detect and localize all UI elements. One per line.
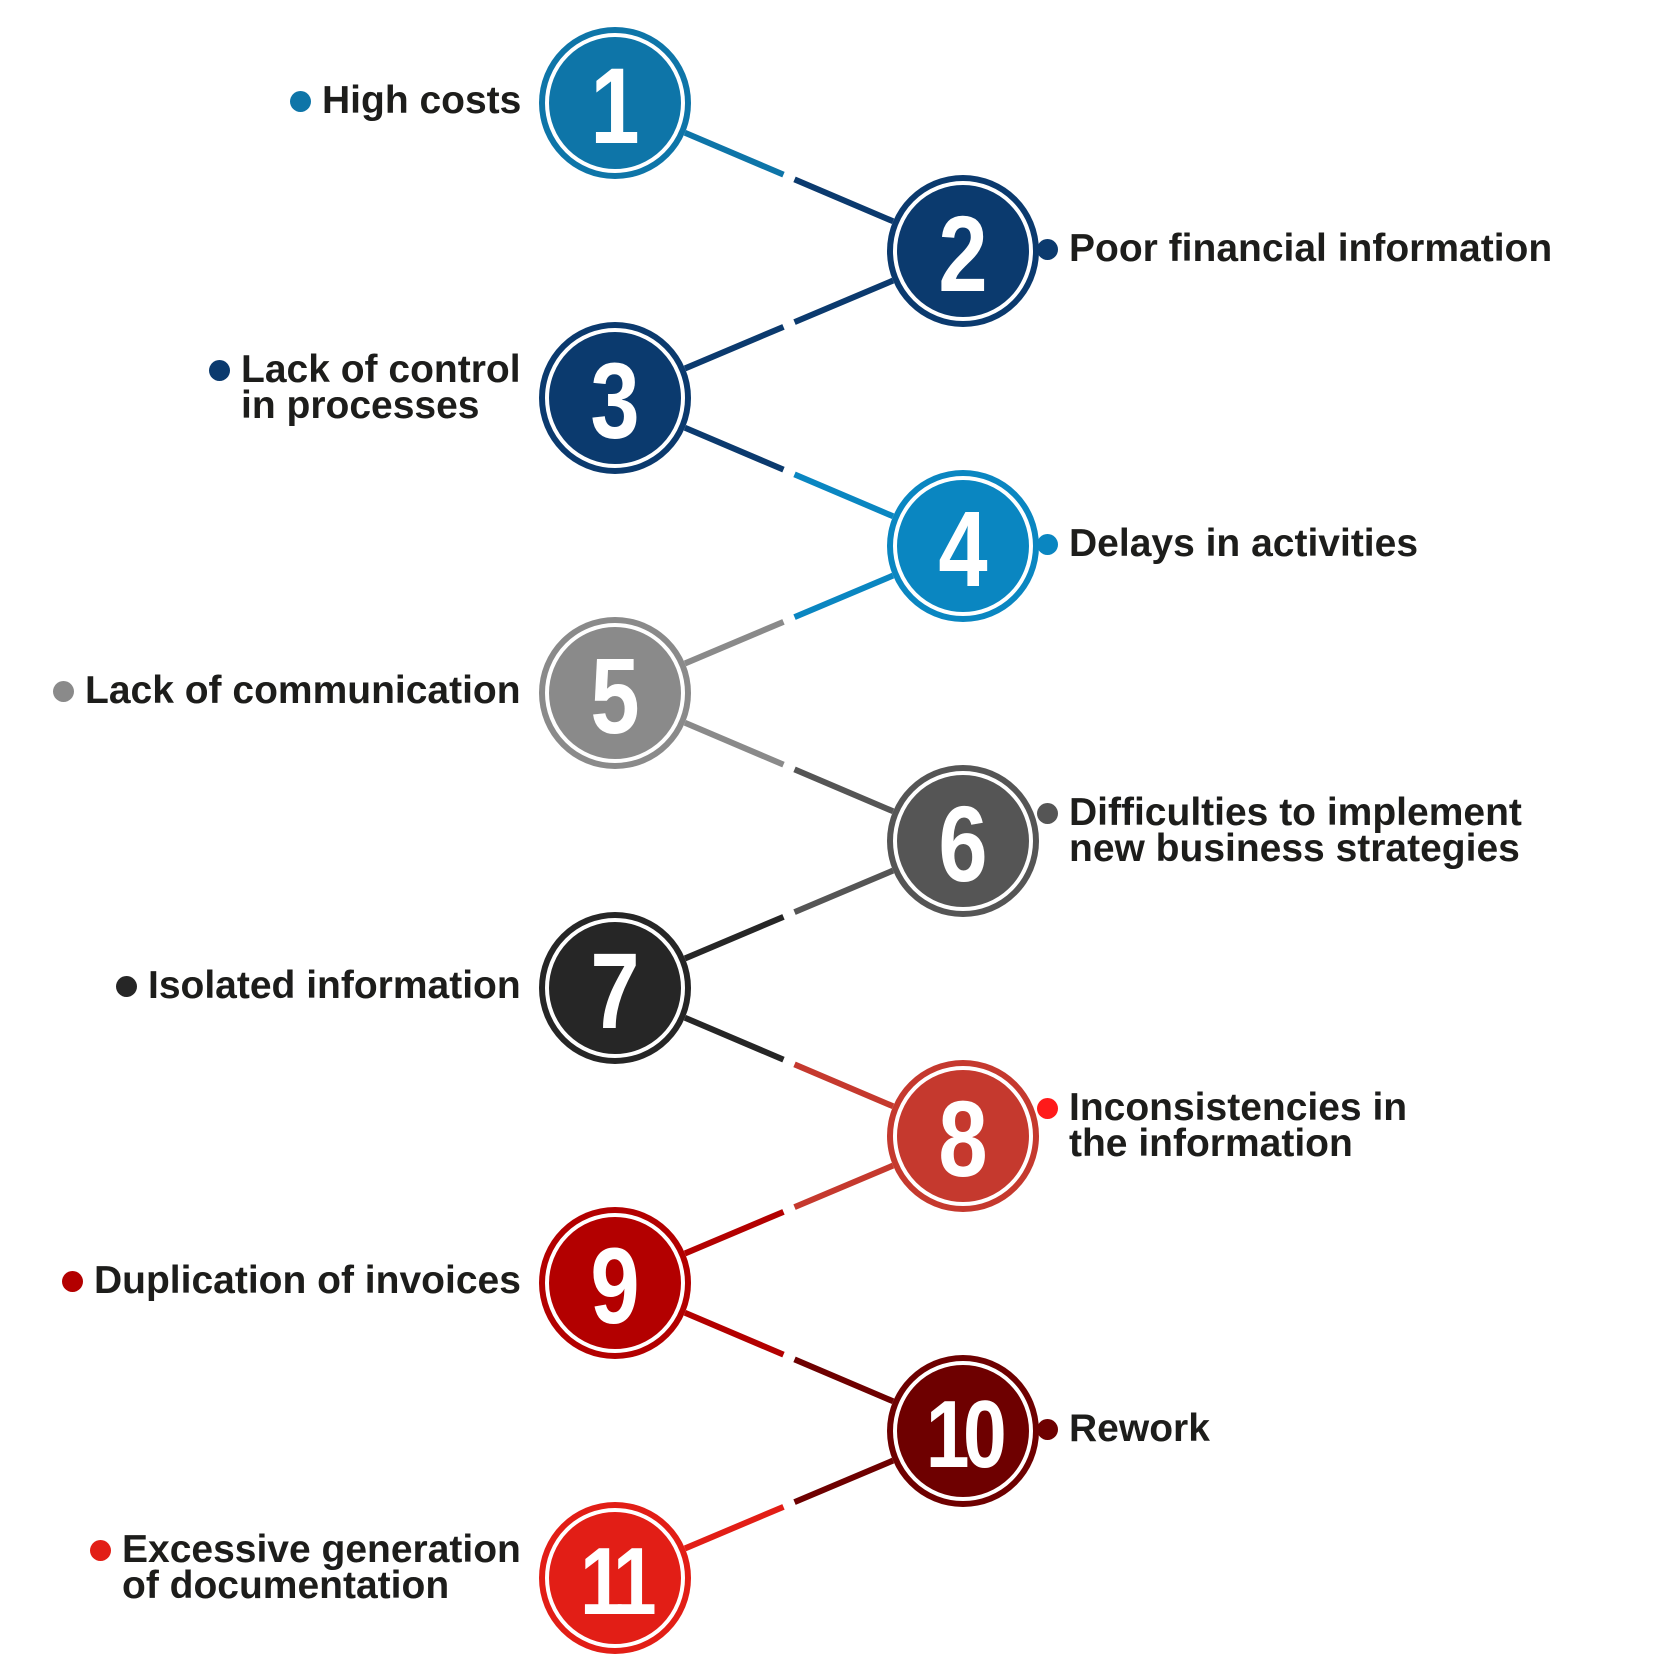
connector-line-7-8-a (683, 1014, 785, 1063)
step-4-circle: 4 (887, 470, 1039, 622)
step-7-bullet-icon (116, 976, 137, 997)
step-3-circle: 3 (539, 322, 691, 474)
connector-line-4-5-b (683, 619, 785, 667)
step-8-circle: 8 (887, 1060, 1039, 1212)
step-6-bullet-icon (1037, 803, 1058, 824)
step-5-label: Lack of communication (85, 669, 521, 712)
step-4-number: 4 (938, 489, 987, 609)
step-10-inner-ring (893, 1361, 1033, 1501)
step-6-circle: 6 (887, 765, 1039, 917)
connector-line-2-3-b (683, 324, 785, 372)
step-2-outer-ring (887, 175, 1039, 327)
step-6-number: 6 (938, 784, 987, 904)
connector-line-10-11-b (683, 1504, 785, 1552)
step-7-circle: 7 (539, 912, 691, 1064)
step-10-outer-ring (887, 1355, 1039, 1507)
step-5-circle: 5 (539, 617, 691, 769)
connector-line-2-3-a (793, 277, 895, 325)
step-2-bullet-icon (1037, 239, 1058, 260)
step-8-inner-ring (893, 1066, 1033, 1206)
step-7-number: 7 (590, 931, 639, 1051)
step-1-number: 1 (590, 46, 639, 166)
step-5-outer-ring (539, 617, 691, 769)
step-11-circle: 11 (539, 1502, 691, 1654)
connector-line-1-2-a (683, 129, 785, 178)
step-8-number: 8 (938, 1079, 987, 1199)
step-10-circle: 10 (887, 1355, 1039, 1507)
step-2-label: Poor financial information (1069, 227, 1553, 270)
step-10-bullet-icon (1037, 1419, 1058, 1440)
step-9-inner-ring (545, 1213, 685, 1353)
step-1-inner-ring (545, 33, 685, 173)
step-9-circle: 9 (539, 1207, 691, 1359)
connector-line-6-7-b (683, 914, 785, 962)
step-11-outer-ring (539, 1502, 691, 1654)
step-2-inner-ring (893, 181, 1033, 321)
connector-line-5-6-a (683, 719, 785, 768)
step-1-label: High costs (322, 79, 522, 122)
step-11-number: 11 (580, 1527, 655, 1634)
step-5-number: 5 (590, 636, 639, 756)
step-4-inner-ring (893, 476, 1033, 616)
step-6-inner-ring (893, 771, 1033, 911)
connector-line-4-5-a (793, 572, 895, 620)
step-9-label: Duplication of invoices (94, 1259, 521, 1302)
step-9-outer-ring (539, 1207, 691, 1359)
step-10-label: Rework (1069, 1407, 1210, 1450)
step-2-circle: 2 (887, 175, 1039, 327)
connector-line-8-9-a (793, 1162, 895, 1210)
step-8-bullet-icon (1037, 1098, 1058, 1119)
step-11-bullet-icon (90, 1540, 111, 1561)
step-11-inner-ring (545, 1508, 685, 1648)
connector-line-1-2-b (793, 176, 895, 225)
step-11-label: Excessive generation of documentation (122, 1528, 521, 1607)
step-4-bullet-icon (1037, 534, 1058, 555)
step-8-outer-ring (887, 1060, 1039, 1212)
step-8-label: Inconsistencies in the information (1069, 1086, 1408, 1165)
step-7-label: Isolated information (148, 964, 521, 1007)
step-7-outer-ring (539, 912, 691, 1064)
step-3-bullet-icon (209, 360, 230, 381)
step-9-bullet-icon (62, 1271, 83, 1292)
step-1-outer-ring (539, 27, 691, 179)
connector-line-9-10-b (793, 1356, 895, 1405)
step-3-inner-ring (545, 328, 685, 468)
connector-line-10-11-a (793, 1457, 895, 1505)
step-5-bullet-icon (53, 681, 74, 702)
step-3-number: 3 (590, 341, 639, 461)
connector-line-5-6-b (793, 766, 895, 815)
step-6-outer-ring (887, 765, 1039, 917)
connector-line-9-10-a (683, 1309, 785, 1358)
step-9-number: 9 (590, 1226, 639, 1346)
step-4-outer-ring (887, 470, 1039, 622)
step-1-bullet-icon (290, 91, 311, 112)
step-7-inner-ring (545, 918, 685, 1058)
step-5-inner-ring (545, 623, 685, 763)
connector-line-6-7-a (793, 867, 895, 915)
step-6-label: Difficulties to implement new business s… (1069, 791, 1522, 870)
step-1-circle: 1 (539, 27, 691, 179)
connector-line-8-9-b (683, 1209, 785, 1257)
connector-line-3-4-b (793, 471, 895, 520)
step-3-label: Lack of control in processes (241, 348, 521, 427)
connector-line-7-8-b (793, 1061, 895, 1110)
step-4-label: Delays in activities (1069, 522, 1419, 565)
connector-line-3-4-a (683, 424, 785, 473)
step-2-number: 2 (938, 194, 987, 314)
step-10-number: 10 (926, 1380, 1004, 1487)
step-3-outer-ring (539, 322, 691, 474)
